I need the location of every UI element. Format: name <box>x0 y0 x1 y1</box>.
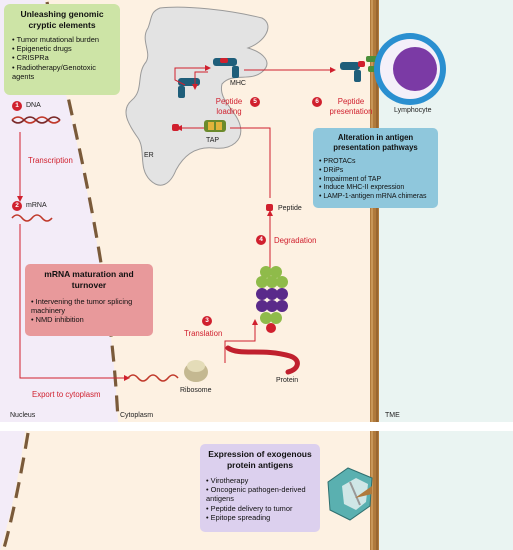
step-6-badge: 6 <box>312 97 322 107</box>
arrowhead <box>205 65 211 71</box>
loading-arrow-2 <box>194 71 208 85</box>
dna-strand-2 <box>11 116 61 124</box>
protein-chain <box>225 345 300 375</box>
translation-arrow <box>224 325 256 363</box>
peptide-icon <box>266 204 273 211</box>
step-5-badge: 5 <box>250 97 260 107</box>
tap-icon <box>204 120 226 132</box>
mhc-membrane-icon <box>340 61 365 82</box>
cyto-mrna-strand <box>127 374 179 382</box>
peptide-in-er-icon <box>172 124 179 131</box>
export-label: Export to cytoplasm <box>32 390 101 399</box>
mrna-label: mRNA <box>26 202 47 209</box>
panel-divider <box>0 422 513 431</box>
list-item: Intervening the tumor splicing machinery <box>31 297 147 315</box>
lymphocyte-label: Lymphocyte <box>394 107 432 114</box>
list-item: LAMP-1-antigen mRNA chimeras <box>319 193 434 202</box>
ribosome-label: Ribosome <box>180 387 212 394</box>
nuclear-membrane-bottom <box>2 432 30 549</box>
proteasome-icon <box>256 266 288 333</box>
list-item: Peptide delivery to tumor <box>206 504 316 513</box>
tap-label: TAP <box>206 137 220 144</box>
tme-label: TME <box>385 412 400 419</box>
list-item: DRiPs <box>319 167 434 176</box>
degradation-label: Degradation <box>274 236 317 245</box>
step-1-badge: 1 <box>12 101 22 111</box>
list-item: Impairment of TAP <box>319 176 434 185</box>
list-item: NMD inhibition <box>31 315 147 324</box>
arrowhead <box>17 196 23 202</box>
cell-membrane <box>370 0 379 422</box>
exogenous-box: Expression of exogenous protein antigens… <box>200 444 320 532</box>
arrowhead <box>176 125 182 131</box>
list-item: Epitope spreading <box>206 513 316 522</box>
er-shape <box>125 6 269 186</box>
exogenous-box-list: Virotherapy Oncogenic pathogen-derived a… <box>206 476 316 522</box>
peptide-to-tap-arrow <box>230 127 271 198</box>
arrowhead <box>330 67 336 73</box>
mhc-top-icon <box>213 58 239 78</box>
genomic-box-list: Tumor mutational burden Epigenetic drugs… <box>12 35 120 81</box>
antigen-box-list: PROTACs DRiPs Impairment of TAP Induce M… <box>319 158 434 202</box>
er-label: ER <box>144 152 154 159</box>
arrowhead <box>252 319 258 325</box>
exogenous-box-title: Expression of exogenous protein antigens <box>208 449 312 470</box>
cytoplasm-label: Cytoplasm <box>120 412 154 419</box>
mrna-box-title: mRNA maturation and turnover <box>44 269 134 290</box>
step-4-badge: 4 <box>256 235 266 245</box>
export-arrow <box>19 224 124 379</box>
mrna-box: mRNA maturation and turnover Intervening… <box>25 264 153 336</box>
peptide-label: Peptide <box>278 205 302 212</box>
arrowhead <box>267 210 273 216</box>
translation-label: Translation <box>184 329 223 338</box>
antigen-box: Alteration in antigen presentation pathw… <box>313 128 438 208</box>
transcription-label: Transcription <box>28 156 73 165</box>
step-2-badge: 2 <box>12 201 22 211</box>
cell-membrane-bottom <box>370 431 379 550</box>
list-item: Radiotherapy/Genotoxic agents <box>12 63 120 81</box>
mhc-label: MHC <box>230 80 246 87</box>
bottom-nucleus-background <box>0 431 25 550</box>
mrna-box-list: Intervening the tumor splicing machinery… <box>31 297 147 325</box>
step-3-badge: 3 <box>202 316 212 326</box>
arrowhead <box>124 375 130 381</box>
loading-arrow-1 <box>174 67 205 86</box>
peptide-loading-label: Peptide loading <box>215 97 243 116</box>
virus-icon <box>327 467 373 521</box>
list-item: CRISPRa <box>12 53 120 62</box>
arrowhead <box>192 84 198 90</box>
antigen-box-title: Alteration in antigen presentation pathw… <box>333 133 418 152</box>
bottom-tme-background <box>378 431 513 550</box>
list-item: Induce MHC-II expression <box>319 184 434 193</box>
list-item: Tumor mutational burden <box>12 35 120 44</box>
mrna-strand <box>11 214 53 222</box>
protein-label: Protein <box>276 377 299 384</box>
nucleus-label: Nucleus <box>10 412 36 419</box>
list-item: Virotherapy <box>206 476 316 485</box>
list-item: Oncogenic pathogen-derived antigens <box>206 485 316 503</box>
list-item: PROTACs <box>319 158 434 167</box>
peptide-presentation-label: Peptide presentation <box>329 97 373 116</box>
genomic-box-title: Unleashing genomic cryptic elements <box>20 9 104 30</box>
genomic-box: Unleashing genomic cryptic elements Tumo… <box>4 4 120 95</box>
dna-label: DNA <box>26 102 41 109</box>
list-item: Epigenetic drugs <box>12 44 120 53</box>
